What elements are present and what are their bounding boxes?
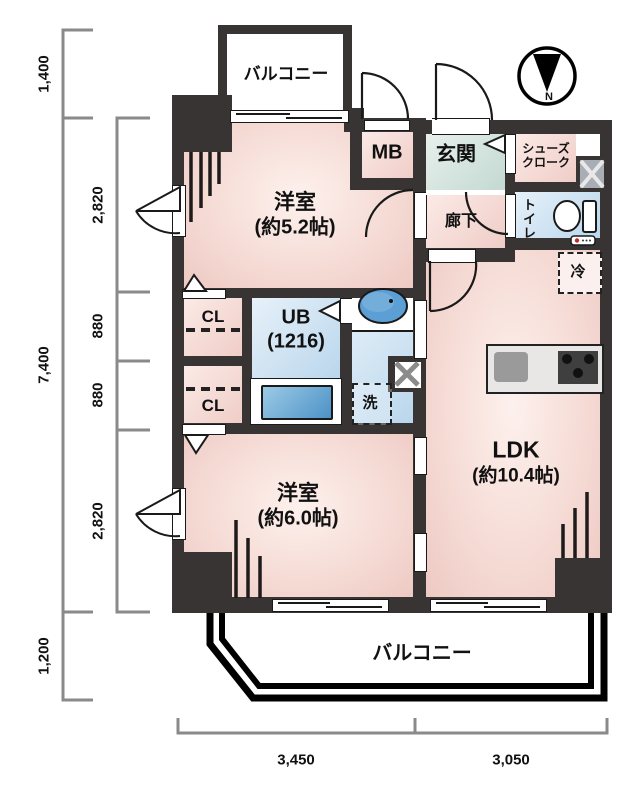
wall	[350, 178, 420, 190]
meter-box-label: MB	[371, 141, 403, 164]
unit-bath-size: (1216)	[267, 330, 325, 353]
room-meter-box	[362, 130, 413, 178]
sliding-door-bedroom2-b	[414, 533, 427, 572]
closet-top-label: CL	[201, 307, 225, 326]
closet-bottom-door	[182, 424, 226, 435]
bedroom1-name: 洋室	[274, 191, 316, 214]
pipe-shaft-washroom-box	[394, 361, 422, 389]
entrance-label: 玄関	[436, 143, 476, 166]
sliding-door-bedroom2-a	[414, 437, 427, 475]
closet-top-door	[182, 289, 226, 299]
door-gap-entrance	[432, 118, 490, 135]
washer-space-box	[352, 383, 392, 425]
bedroom1-size: (約5.2帖)	[254, 216, 336, 239]
pipe-shaft-top-box	[580, 160, 604, 188]
dim-7400: 7,400	[35, 346, 53, 384]
casement-window-bedroom1	[172, 185, 186, 237]
door-gap-toilet	[505, 194, 516, 238]
room-ldk	[426, 248, 600, 597]
wall	[350, 118, 362, 190]
kitchen-sink	[494, 352, 528, 382]
door-gap-hallway-ldk	[428, 249, 476, 263]
window-balcony-top	[230, 110, 349, 123]
wall	[218, 25, 352, 34]
closet-bottom-rail	[186, 387, 240, 391]
shoe-closet-line2: クローク	[521, 155, 571, 170]
door-gap-mb	[364, 120, 410, 131]
casement-window-bedroom2	[172, 488, 186, 540]
room-shoe-closet	[515, 132, 576, 182]
dim-2820-bottom: 2,820	[89, 502, 107, 540]
room-closet-top	[184, 298, 242, 356]
balcony-top-floor	[227, 34, 343, 112]
shoe-closet-line1: シューズ	[522, 141, 570, 156]
balcony-bottom-label: バルコニー	[372, 642, 472, 665]
dim-880-bottom: 880	[89, 382, 107, 408]
wall	[218, 25, 227, 115]
fridge-label: 冷	[570, 263, 586, 281]
window-ldk	[430, 599, 547, 612]
hallway-label: 廊下	[444, 213, 478, 230]
dim-1400: 1,400	[35, 55, 53, 93]
kitchen-stove	[558, 351, 598, 384]
ldk-size: (約10.4帖)	[472, 465, 560, 487]
dim-880-top: 880	[89, 313, 107, 339]
dim-3450: 3,450	[277, 751, 315, 769]
dim-2820-top: 2,820	[89, 186, 107, 224]
room-closet-bottom	[184, 366, 242, 423]
bedroom2-name: 洋室	[277, 482, 319, 505]
wall	[242, 288, 252, 434]
dim-1200: 1,200	[35, 637, 53, 675]
wall-pillar-bottom-left	[172, 552, 232, 613]
washbasin-counter	[352, 298, 413, 332]
entrance-step	[426, 190, 505, 195]
door-gap-bedroom1	[414, 192, 427, 239]
wall	[172, 356, 252, 366]
window-bedroom-6	[272, 599, 389, 612]
bedroom2-size: (約6.0帖)	[257, 507, 339, 530]
unit-bath-name: UB	[281, 306, 311, 329]
dim-3050: 3,050	[492, 751, 530, 769]
wall-pillar-bottom-right	[555, 558, 612, 613]
washer-label: 洗	[362, 394, 378, 412]
fridge-space-box	[558, 252, 602, 294]
ldk-name: LDK	[492, 436, 540, 463]
wall	[340, 288, 352, 434]
closet-top-rail	[186, 328, 240, 332]
bathtub	[261, 385, 333, 420]
door-gap-washroom	[414, 300, 427, 359]
wall	[505, 182, 612, 192]
closet-bottom-label: CL	[201, 396, 225, 415]
balcony-top-label: バルコニー	[243, 64, 329, 84]
door-gap-shoe-closet	[505, 134, 516, 174]
wall	[172, 423, 426, 434]
compass-n-label: N	[545, 91, 553, 103]
wall	[343, 25, 352, 115]
toilet-label: トイレ	[521, 198, 536, 240]
wall	[172, 288, 426, 298]
